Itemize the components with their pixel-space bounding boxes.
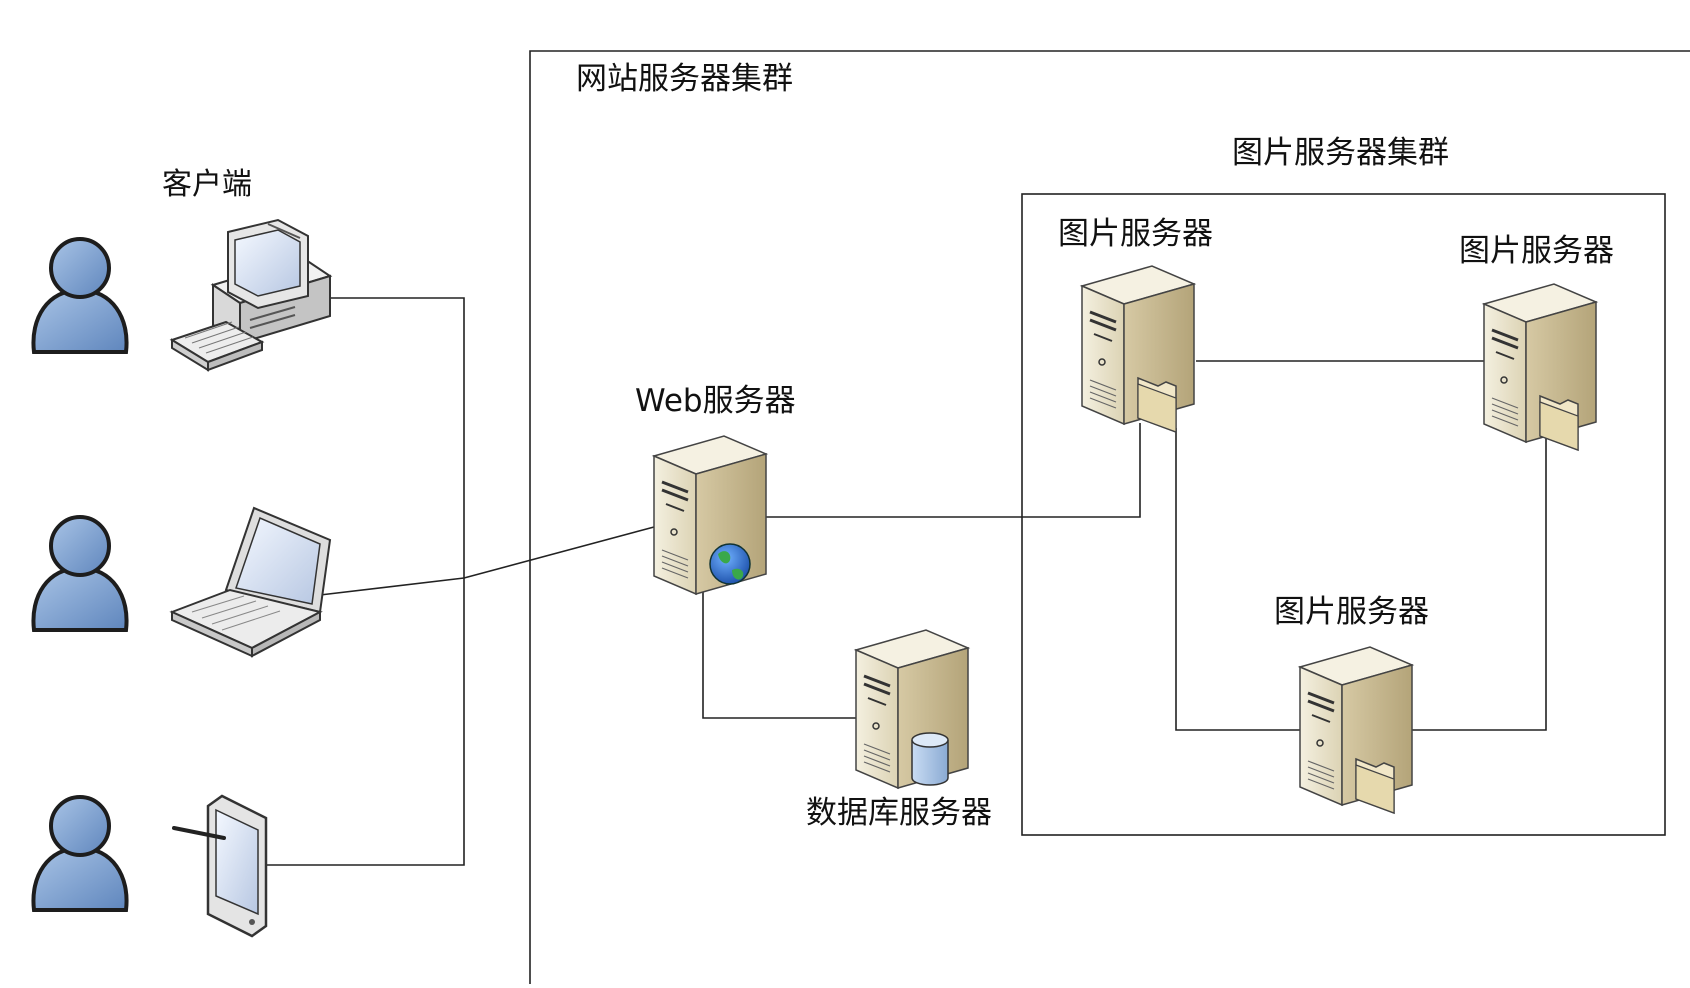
image-server-icon xyxy=(1481,283,1599,452)
image-server-2-label: 图片服务器 xyxy=(1459,233,1614,269)
web-to-db-connector xyxy=(702,590,856,719)
web-to-image-connector xyxy=(762,423,1141,518)
image-cluster-border xyxy=(1021,193,1666,836)
laptop-icon xyxy=(169,506,332,658)
image-cluster-label: 图片服务器集群 xyxy=(1232,135,1449,171)
servers-layer xyxy=(651,265,1599,815)
folder-icon xyxy=(1539,394,1579,452)
desktop-connector xyxy=(330,297,465,578)
desktop-computer-icon xyxy=(169,218,333,372)
web-cluster-label: 网站服务器集群 xyxy=(576,61,793,97)
web-cluster-border xyxy=(529,50,1690,984)
image1-to-image3-connector xyxy=(1175,428,1300,731)
database-icon xyxy=(911,732,949,786)
tablet-connector xyxy=(266,578,465,866)
user-icon xyxy=(31,515,129,632)
folder-icon xyxy=(1137,376,1177,434)
database-server-icon xyxy=(853,629,971,790)
laptop-connector xyxy=(319,577,465,596)
client-to-web-connector xyxy=(463,526,655,579)
web-server-globe-icon xyxy=(651,435,769,596)
connection-lines xyxy=(266,297,1547,866)
image-server-icon xyxy=(1079,265,1197,434)
image2-to-image3-connector xyxy=(1410,438,1547,731)
client-label: 客户端 xyxy=(162,167,252,202)
database-server-label: 数据库服务器 xyxy=(806,795,992,831)
tablet-icon xyxy=(172,794,268,938)
image-server-1-label: 图片服务器 xyxy=(1058,216,1213,252)
web-server-label: Web服务器 xyxy=(635,383,796,419)
user-icon xyxy=(31,795,129,912)
user-icon xyxy=(31,237,129,354)
folder-icon xyxy=(1355,757,1395,815)
globe-icon xyxy=(709,543,751,585)
image-server-3-label: 图片服务器 xyxy=(1274,594,1429,630)
image-server-icon xyxy=(1297,646,1415,815)
